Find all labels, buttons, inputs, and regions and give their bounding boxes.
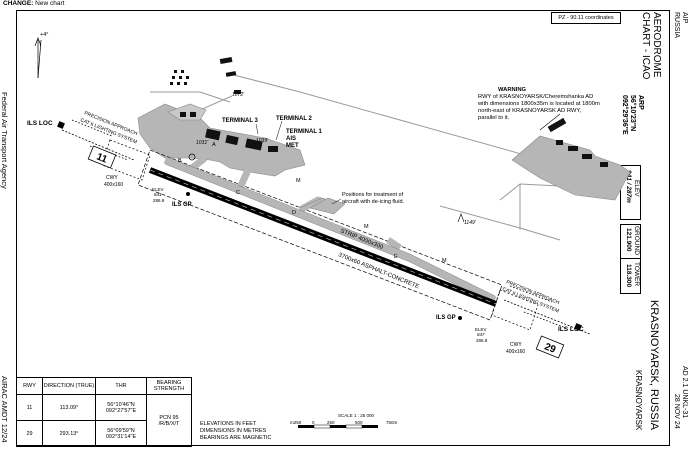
twy-label-m-2: M bbox=[364, 224, 369, 230]
cwy-dim-1: 400x160 bbox=[104, 182, 123, 188]
cwy-label-1: CWY bbox=[106, 175, 118, 181]
scale-bar bbox=[298, 424, 378, 429]
twy-label-d: D bbox=[292, 210, 296, 216]
thr-lon: 092°31'14"E bbox=[105, 433, 137, 440]
twy-label-a: A bbox=[212, 142, 216, 148]
col-rwy: RWY bbox=[16, 377, 43, 395]
warning-line-1: RWY of KRASNOYARSK/Cheremshanka AD bbox=[478, 94, 594, 100]
deicing-pad bbox=[309, 197, 346, 215]
note-elevations: ELEVATIONS IN FEET bbox=[200, 421, 257, 427]
rwy-29-box bbox=[535, 335, 565, 359]
met-label: MET bbox=[286, 143, 299, 149]
elev-11-ft: 841 bbox=[154, 192, 162, 197]
col-bearing: BEARING STRENGTH bbox=[146, 377, 192, 395]
ils-loc-label-2: ILS LOC bbox=[558, 326, 584, 333]
scale-tick-1: 0 bbox=[312, 420, 315, 425]
scale-title: SCALE 1 : 25 000 bbox=[338, 413, 375, 418]
elev-29-ft: 847 bbox=[477, 332, 485, 337]
thr-lat: 56°09'59"N bbox=[107, 427, 135, 434]
freq-box bbox=[620, 224, 641, 294]
thr-cell: 56°09'59"N 092°31'14"E bbox=[95, 420, 147, 447]
col-direction: DIRECTION (TRUE) bbox=[42, 377, 96, 395]
scale-tick-2: 250 bbox=[327, 420, 335, 425]
rwy-cell: 29 bbox=[16, 420, 43, 447]
twy-label-e: E bbox=[394, 254, 398, 260]
elev-29-label: ELEV bbox=[475, 327, 487, 332]
thr-lat: 56°10'46"N bbox=[107, 401, 135, 408]
dir-cell: 113.09° bbox=[42, 394, 96, 421]
warning-box: WARNING RWY of KRASNOYARSK/Cheremshanka … bbox=[478, 87, 628, 122]
apron-area bbox=[137, 103, 306, 177]
note-bearings: BEARINGS ARE MAGNETIC bbox=[200, 435, 272, 441]
twy-label-c: C bbox=[236, 190, 240, 196]
rwy-29-label: 29 bbox=[543, 341, 558, 356]
ils-loc-label-1: ILS LOC bbox=[27, 120, 53, 127]
pcn-cell: PCN 95 /R/B/X/T bbox=[146, 394, 192, 447]
twy-label-m-1: M bbox=[296, 178, 301, 184]
dir-cell: 293.13° bbox=[42, 420, 96, 447]
ils-markers bbox=[57, 121, 582, 331]
deicing-note-1: Positions for treatment of bbox=[342, 192, 404, 198]
elev-29-m: 286.8 bbox=[476, 338, 488, 343]
scale-tick-3: 500 bbox=[355, 420, 363, 425]
cargo-apron bbox=[167, 103, 207, 121]
freq-divider bbox=[620, 258, 641, 259]
terminal-3-label: TERMINAL 3 bbox=[222, 118, 259, 124]
rwy-11-box bbox=[87, 145, 117, 169]
elev-box bbox=[620, 165, 641, 220]
pcn-value: PCN 95 bbox=[159, 414, 179, 421]
scale-tick-4: 750m bbox=[386, 420, 398, 425]
obstacle-icon bbox=[457, 213, 465, 223]
warning-title: WARNING bbox=[498, 87, 527, 93]
thr-cell: 56°10'46"N 092°27'57"E bbox=[95, 394, 147, 421]
table-row: 11 113.09° 56°10'46"N 092°27'57"E PCN 95… bbox=[16, 394, 192, 447]
twy-label-b: B bbox=[178, 158, 182, 164]
runway-strip bbox=[137, 149, 503, 321]
deicing-note-2: aircraft with de-icing fluid. bbox=[342, 199, 405, 205]
runway-centerline bbox=[149, 169, 497, 305]
terminal-2-label: TERMINAL 2 bbox=[276, 116, 313, 122]
cheremshanka-area bbox=[511, 113, 631, 201]
buildings-cluster bbox=[170, 56, 241, 94]
rwy-cell: 11 bbox=[16, 394, 43, 421]
runway-table: RWY DIRECTION (TRUE) THR BEARING STRENGT… bbox=[16, 377, 192, 447]
twy-label-m-3: M bbox=[442, 258, 447, 264]
elev-11-m: 286.9 bbox=[153, 198, 165, 203]
thr-lon: 092°27'57"E bbox=[105, 407, 137, 414]
scale-tick-0: m250 bbox=[290, 420, 302, 425]
ils-gp-label-2: ILS GP bbox=[436, 315, 456, 321]
obstacle-1031: 1031' bbox=[196, 140, 209, 146]
rwy-11-label: 11 bbox=[95, 151, 109, 165]
chart-notes: ELEVATIONS IN FEET DIMENSIONS IN METRES … bbox=[200, 421, 272, 442]
north-arrow bbox=[34, 37, 42, 79]
col-thr: THR bbox=[95, 377, 147, 395]
change-note: CHANGE: New chart bbox=[3, 0, 64, 7]
ils-gp-label-1: ILS GP bbox=[172, 202, 192, 208]
warning-line-3: north-east of KRASNOYARSK AD RWY, bbox=[478, 108, 582, 114]
change-text: New chart bbox=[35, 0, 65, 7]
elev-11-label: ELEV bbox=[152, 187, 164, 192]
ais-label: AIS bbox=[286, 136, 296, 142]
cwy-dim-2: 400x160 bbox=[506, 349, 525, 355]
terminal-1-label: TERMINAL 1 bbox=[286, 129, 323, 135]
pcn-code: /R/B/X/T bbox=[158, 420, 180, 427]
chart-frame bbox=[16, 10, 670, 446]
taxiways bbox=[163, 155, 497, 304]
obstacle-1039: 1039' bbox=[256, 138, 269, 144]
warning-line-2: with dimensions 1800x35m is located at 1… bbox=[478, 101, 600, 107]
change-label: CHANGE: bbox=[3, 0, 34, 7]
obstacle-1072: 1072' bbox=[232, 92, 245, 98]
table-row: 29 293.13° 56°09'59"N 092°31'14"E bbox=[16, 420, 192, 447]
note-dimensions: DIMENSIONS IN METRES bbox=[200, 428, 267, 434]
coord-system-box: PZ - 90.11 coordinates bbox=[551, 12, 621, 24]
obstacle-1149: 1149' bbox=[464, 220, 477, 226]
cwy-label-2: CWY bbox=[510, 342, 522, 348]
terminal-buildings bbox=[180, 112, 278, 152]
warning-line-4: parallel to it. bbox=[478, 115, 510, 121]
magnetic-variation: +4° bbox=[40, 32, 48, 38]
